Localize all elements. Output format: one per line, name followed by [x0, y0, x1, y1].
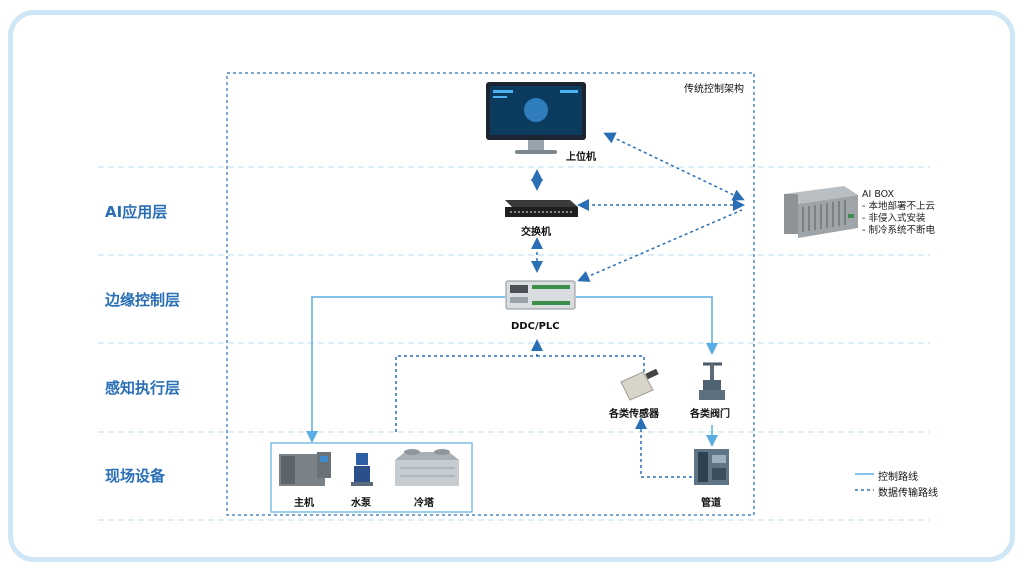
sensor-ddc-link [537, 355, 645, 372]
monitor-aibox-link [603, 132, 745, 201]
layer-label-edge: 边缘控制层 [105, 291, 181, 309]
data-transmission-lines [395, 132, 745, 478]
ai-box-item: - 非侵入式安装 [862, 213, 926, 224]
chiller-icon [279, 452, 331, 486]
ddc-plc-icon [505, 280, 576, 310]
upper-computer-label: 上位机 [566, 152, 596, 163]
switch-icon [505, 200, 578, 217]
valve-icon [699, 362, 725, 400]
ddc-chiller-control [306, 296, 505, 443]
pipe-label: 管道 [701, 498, 721, 509]
ai-box-description: AI BOX - 本地部署不上云 - 非侵入式安装 - 制冷系统不断电 [862, 189, 935, 237]
monitor-icon [486, 82, 586, 154]
ddc-plc-label: DDC/PLC [511, 321, 560, 332]
ai-box-title: AI BOX [862, 189, 895, 200]
pump-label: 水泵 [351, 498, 371, 509]
layer-label-field: 现场设备 [105, 467, 166, 485]
field-ddc-link [395, 339, 543, 432]
ai-box-item: - 本地部署不上云 [862, 201, 935, 212]
cooling-tower-icon [395, 449, 459, 486]
sensors-label: 各类传感器 [609, 409, 659, 420]
sensor-icon [620, 368, 659, 401]
legend-solid-label: 控制路线 [878, 472, 918, 483]
control-lines [306, 296, 718, 447]
field-equipment-box [270, 442, 473, 513]
layer-label-ai: AI应用层 [105, 203, 168, 221]
pipe-icon [694, 449, 729, 485]
chiller-label: 主机 [294, 498, 314, 509]
layer-separators [98, 166, 930, 521]
ai-box-item: - 制冷系统不断电 [862, 225, 935, 236]
pipe-sensor-link [635, 417, 692, 478]
ddc-aibox-link [577, 209, 743, 282]
switch-label: 交换机 [521, 227, 551, 238]
ai-box-icon [784, 186, 858, 238]
legend-dashed-label: 数据传输路线 [878, 488, 938, 499]
layer-label-perception: 感知执行层 [105, 379, 181, 397]
cooling-tower-label: 冷塔 [414, 498, 434, 509]
pump-icon [351, 453, 373, 486]
ddc-valve-control [576, 296, 718, 355]
traditional-architecture-title: 传统控制架构 [684, 84, 744, 95]
traditional-architecture-box [226, 72, 755, 516]
valves-label: 各类阀门 [690, 409, 730, 420]
